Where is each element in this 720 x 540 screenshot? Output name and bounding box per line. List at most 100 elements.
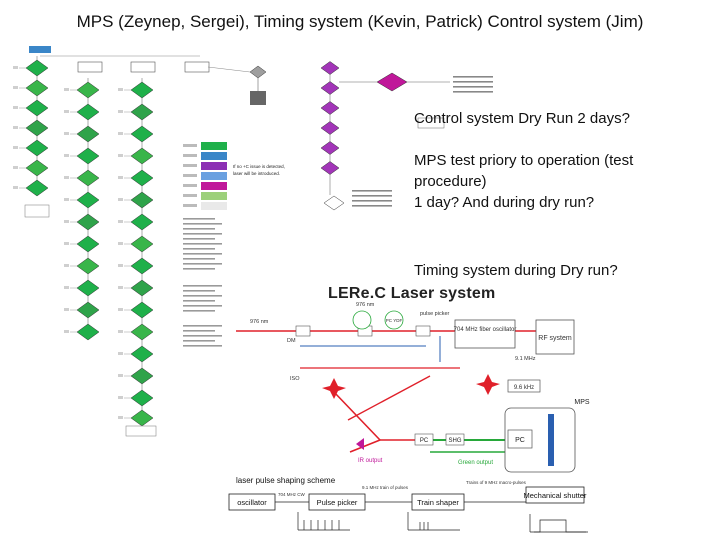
mps-label: MPS	[574, 399, 590, 406]
flow-legend-swatch	[201, 182, 227, 190]
flow-decision-node	[25, 99, 49, 117]
label-green-output: Green output	[458, 460, 493, 466]
flow-footnote-line	[183, 233, 222, 235]
flow-decision-node	[76, 301, 100, 319]
flow-legend-label	[183, 154, 197, 157]
flow-tag	[118, 352, 123, 355]
flow-tag	[118, 396, 123, 399]
flow-decision-node	[76, 235, 100, 253]
flow2-decision-node	[320, 141, 340, 155]
shg-label: SHG	[448, 438, 461, 444]
flow-legend-note: If no +C issue is detected,	[233, 164, 285, 169]
flow-decision-node	[130, 301, 154, 319]
flow-footnote-line	[183, 258, 215, 260]
flow-decision-node	[76, 213, 100, 231]
flow-footnote-line	[183, 238, 215, 240]
flow-decision-node	[25, 159, 49, 177]
flow-tag	[118, 88, 123, 91]
flow-legend-label	[183, 174, 197, 177]
pc-box-label: PC	[515, 437, 525, 444]
scheme-box-label: Mechanical shutter	[524, 491, 587, 500]
scheme-box-label: Train shaper	[417, 498, 459, 507]
flow-tag	[118, 416, 123, 419]
flow-footnote-line	[183, 248, 215, 250]
fiber-oscillator-box	[454, 319, 516, 349]
flow2-note-line	[352, 200, 392, 202]
flow-legend-swatch	[201, 162, 227, 170]
flow-tag	[13, 86, 18, 89]
flow-tag	[118, 330, 123, 333]
flow-legend-swatch	[201, 152, 227, 160]
flow-tag	[118, 308, 123, 311]
khz-box	[507, 379, 541, 393]
flow-footnote-line	[183, 290, 215, 292]
mps-enclosure	[504, 407, 576, 473]
flow-decision-node	[130, 409, 154, 427]
flow-decision-node	[130, 389, 154, 407]
flow-tag	[118, 154, 123, 157]
flow2-decision-node	[320, 161, 340, 175]
pump-diode	[322, 378, 346, 399]
pump-diode	[476, 374, 500, 395]
flow-decision-node	[76, 169, 100, 187]
flow-decision-node	[130, 191, 154, 209]
flow-tag	[118, 132, 123, 135]
flow-tag	[64, 264, 69, 267]
khz-label: 9.6 kHz	[514, 385, 534, 391]
mps-shutter-bar	[548, 414, 554, 466]
flow-end-box	[125, 425, 157, 437]
flow-footnote-line	[183, 325, 222, 327]
flow2-note-line	[352, 190, 392, 192]
flow-legend-swatch	[201, 192, 227, 200]
flowchart-diagram: If no +C issue is detected,laser will be…	[13, 46, 285, 437]
flow-footnote-line	[183, 340, 215, 342]
flow-process-box	[130, 61, 156, 73]
flow-decision-node	[25, 79, 49, 97]
flow-start-box	[29, 46, 51, 53]
flow-footnote-line	[183, 300, 215, 302]
label-976nm: 976 nm	[250, 319, 269, 325]
flow-footnote-line	[183, 268, 215, 270]
flow-tag	[64, 220, 69, 223]
flow-decision-node	[130, 279, 154, 297]
label-iso: ISO	[290, 376, 300, 382]
flow2-decision-node	[320, 61, 340, 75]
scheme-note-9mhz: 9.1 MHz train of pulses	[362, 485, 409, 490]
pc-box	[507, 429, 533, 449]
laser-title: LERe.C Laser system	[328, 285, 496, 302]
flow-decision-node	[130, 125, 154, 143]
flow-tag	[64, 132, 69, 135]
flowchart-right-fragment	[320, 61, 493, 211]
flow-decision-node	[76, 279, 100, 297]
flow-decision-node	[130, 345, 154, 363]
label-9-1mhz: 9.1 MHz	[515, 356, 536, 362]
flow2-decision-node	[320, 121, 340, 135]
flow-legend-swatch	[201, 172, 227, 180]
flow-tag	[64, 242, 69, 245]
flow2-decision-node	[320, 101, 340, 115]
flow2-note-line	[453, 81, 493, 83]
flow-decision-node	[76, 103, 100, 121]
flow2-note-line	[453, 91, 493, 93]
flow-footnote-line	[183, 228, 215, 230]
rf-system-box	[535, 319, 575, 355]
flow-tag	[118, 176, 123, 179]
flow-decision-node	[25, 119, 49, 137]
shutter-gate-trace	[534, 519, 586, 533]
flow-legend-label	[183, 204, 197, 207]
flow-tag	[64, 110, 69, 113]
flow2-end-decision	[323, 195, 345, 211]
note-dry-run: Control system Dry Run 2 days?	[414, 110, 630, 127]
flow-tag	[118, 220, 123, 223]
flow-footnote-line	[183, 263, 222, 265]
flow-decision-node	[25, 139, 49, 157]
flow-process-box	[184, 61, 210, 73]
flow-tag	[64, 330, 69, 333]
flow-tag	[118, 374, 123, 377]
scheme-box	[525, 486, 585, 504]
flow-footnote-line	[183, 305, 222, 307]
flow-footnote-line	[183, 243, 222, 245]
label-pulse-picker: pulse picker	[420, 311, 450, 317]
